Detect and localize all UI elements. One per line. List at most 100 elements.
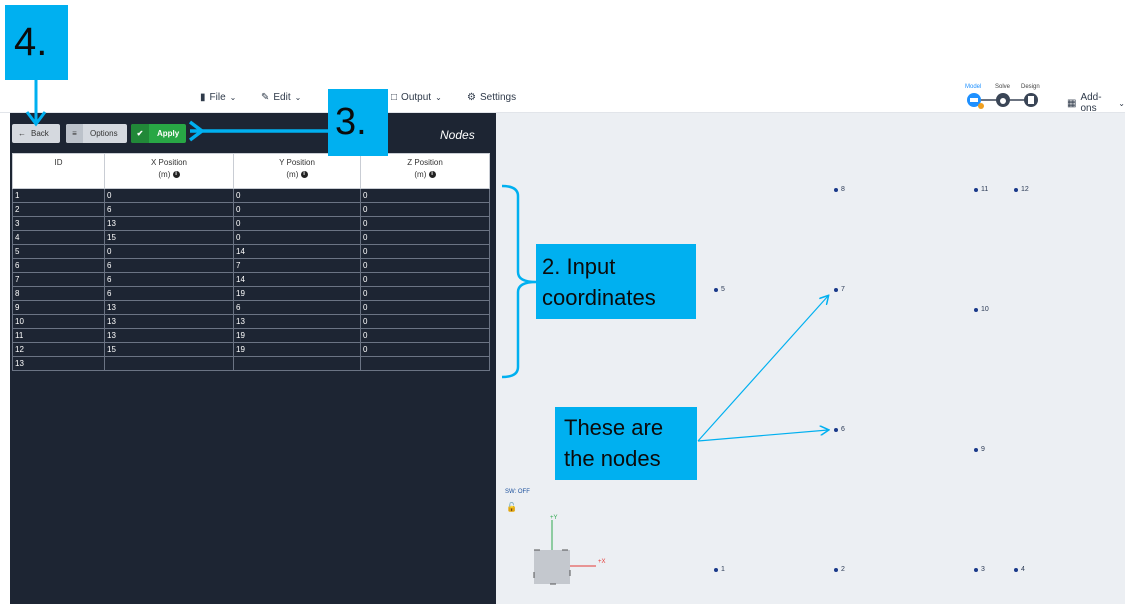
menu-edit[interactable]: ✎ Edit ⌄ [261,92,301,103]
workflow-solve-label: Solve [995,84,1011,90]
node-dot-icon [974,447,978,452]
unlock-icon[interactable]: 🔓 [506,502,518,512]
workflow-stepper [967,93,1038,109]
node-dot-icon [974,567,978,572]
info-icon[interactable]: i [172,171,180,179]
node-dot-icon [974,307,978,312]
node-label: 4 [1021,566,1025,573]
chevron-down-icon: ⌄ [229,93,237,102]
node-label: 5 [721,286,725,293]
table-row: 13 [12,356,490,371]
apply-button[interactable]: ✔ Apply [131,124,186,143]
gear-icon: ⚙ [467,92,476,103]
header-x-position: X Position(m) i [104,153,234,189]
node-label: 12 [1021,186,1029,193]
model-node[interactable]: 1 [714,566,725,573]
node-dot-icon [714,287,718,292]
node-dot-icon [1014,187,1018,192]
model-node[interactable]: 5 [714,286,725,293]
model-node[interactable]: 12 [1014,186,1029,193]
input-coordinates-callout: 2. Input coordinates [536,244,696,319]
node-label: 2 [841,566,845,573]
node-dot-icon [834,187,838,192]
node-dot-icon [974,187,978,192]
menu-addons[interactable]: ▦ Add-ons ⌄ [1067,92,1125,114]
node-label: 3 [981,566,985,573]
model-node[interactable]: 2 [834,566,845,573]
model-node[interactable]: 6 [834,426,845,433]
list-icon: ≡ [66,124,83,143]
node-label: 9 [981,446,985,453]
nodes-table: ID X Position(m) i Y Position(m) i Z Pos… [12,153,490,371]
menu-output-label: Output [401,92,432,103]
menu-output[interactable]: □ Output ⌄ [391,92,442,103]
model-node[interactable]: 4 [1014,566,1025,573]
options-button[interactable]: ≡ Options [66,124,127,143]
workflow-design-label: Design [1021,84,1040,90]
apply-button-label: Apply [157,129,180,138]
axis-gizmo: +Y +X [533,515,606,585]
back-button-label: Back [31,129,49,138]
node-dot-icon [714,567,718,572]
menu-file-label: File [209,92,226,103]
node-label: 10 [981,306,989,313]
workflow-model-label: Model [965,84,982,90]
pencil-icon: ✎ [261,92,270,103]
axis-x-label: +X [598,559,606,565]
table-header-row: ID X Position(m) i Y Position(m) i Z Pos… [12,153,490,189]
monitor-icon: □ [391,92,398,103]
menu-settings[interactable]: ⚙ Settings [467,92,516,103]
model-node[interactable]: 11 [974,186,988,193]
node-label: 8 [841,186,845,193]
options-button-label: Options [90,129,118,138]
warning-badge [978,103,984,109]
back-button[interactable]: ← Back [12,124,60,143]
menu-settings-label: Settings [479,92,517,103]
coordinate-input-cell[interactable] [360,356,490,371]
node-label: 6 [841,426,845,433]
node-dot-icon [1014,567,1018,572]
file-icon: ▮ [200,92,206,103]
coordinate-input-cell[interactable]: 0 [360,342,490,357]
info-icon[interactable]: i [428,171,436,179]
menu-edit-label: Edit [273,92,291,103]
top-menu-bar [0,80,1125,113]
self-weight-status[interactable]: SW: OFF [505,489,530,495]
menu-addons-label: Add-ons [1080,92,1102,114]
check-icon: ✔ [131,124,149,143]
model-viewport[interactable] [496,113,1125,604]
info-icon[interactable]: i [300,171,308,179]
nodes-note-callout: These are the nodes [555,407,697,480]
model-node[interactable]: 10 [974,306,989,313]
model-node[interactable]: 8 [834,186,845,193]
chevron-down-icon: ⌄ [1118,98,1125,108]
step-3-callout: 3. [328,89,388,156]
model-node[interactable]: 3 [974,566,985,573]
panel-title: Nodes [440,128,475,142]
node-dot-icon [834,427,838,432]
header-z-position: Z Position(m) i [360,153,490,189]
arrow-left-icon: ← [18,129,26,138]
node-label: 1 [721,566,725,573]
node-label: 11 [981,186,989,193]
node-dot-icon [834,567,838,572]
menu-file[interactable]: ▮ File ⌄ [200,92,236,103]
step-4-callout: 4. [5,5,68,80]
model-node[interactable]: 7 [834,286,845,293]
chevron-down-icon: ⌄ [435,93,442,102]
model-node[interactable]: 9 [974,446,985,453]
header-y-position: Y Position(m) i [233,153,361,189]
node-label: 7 [841,286,845,293]
chevron-down-icon: ⌄ [294,93,302,102]
node-dot-icon [834,287,838,292]
axis-y-label: +Y [550,515,558,521]
